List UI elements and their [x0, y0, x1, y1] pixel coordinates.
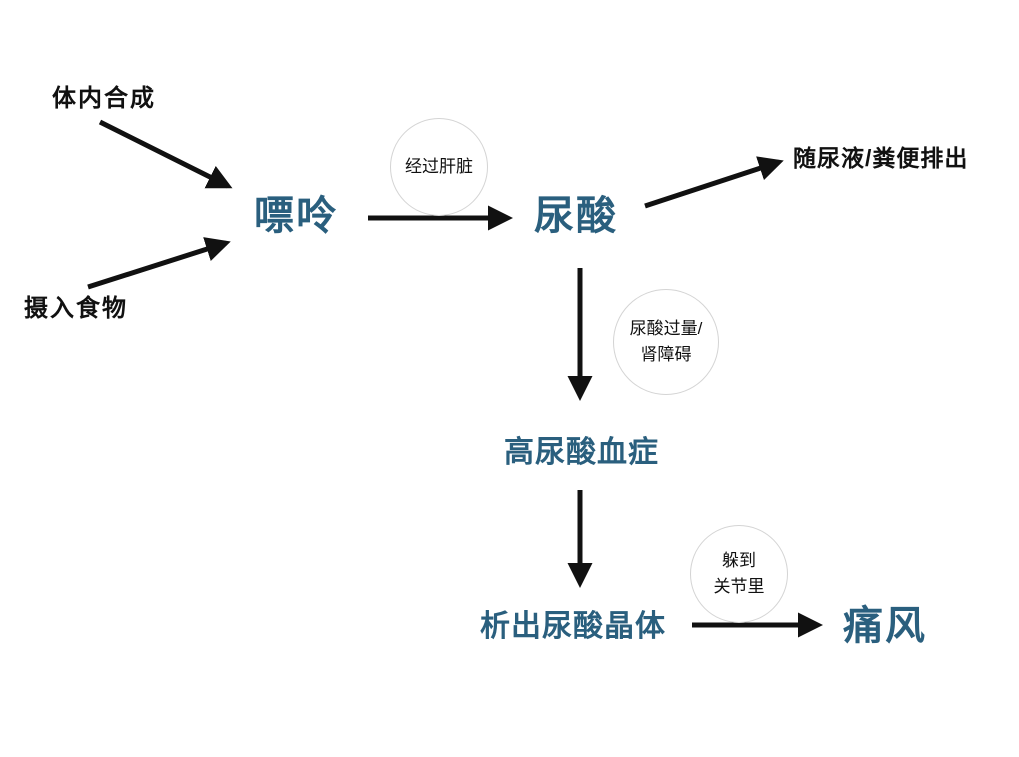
- label-body-synthesis: 体内合成: [52, 85, 156, 112]
- edge-label-via-liver-text: 经过肝脏: [405, 157, 473, 176]
- edge-label-excess-line2: 肾障碍: [640, 345, 692, 364]
- node-hyperuricemia: 高尿酸血症: [504, 436, 659, 469]
- edge-label-via-liver: 经过肝脏: [390, 118, 488, 216]
- edge-label-hide-line1: 躲到: [722, 551, 756, 570]
- edge-label-hide-in-joints: 躲到 关节里: [690, 525, 788, 623]
- node-gout: 痛风: [843, 604, 927, 648]
- arrow-body-synthesis-to-purine: [98, 119, 233, 189]
- label-excretion: 随尿液/粪便排出: [793, 145, 969, 171]
- edge-label-hide-line2: 关节里: [713, 577, 765, 596]
- label-food-intake: 摄入食物: [24, 295, 128, 322]
- arrow-uric-acid-to-excretion: [644, 156, 784, 209]
- arrow-food-intake-to-purine: [87, 237, 231, 290]
- edge-label-excess-line1: 尿酸过量/: [629, 319, 703, 338]
- node-purine: 嘌呤: [254, 194, 338, 238]
- node-uric-acid-crystals: 析出尿酸晶体: [480, 610, 666, 643]
- edge-label-uric-acid-excess: 尿酸过量/ 肾障碍: [613, 289, 719, 395]
- node-uric-acid: 尿酸: [534, 194, 618, 238]
